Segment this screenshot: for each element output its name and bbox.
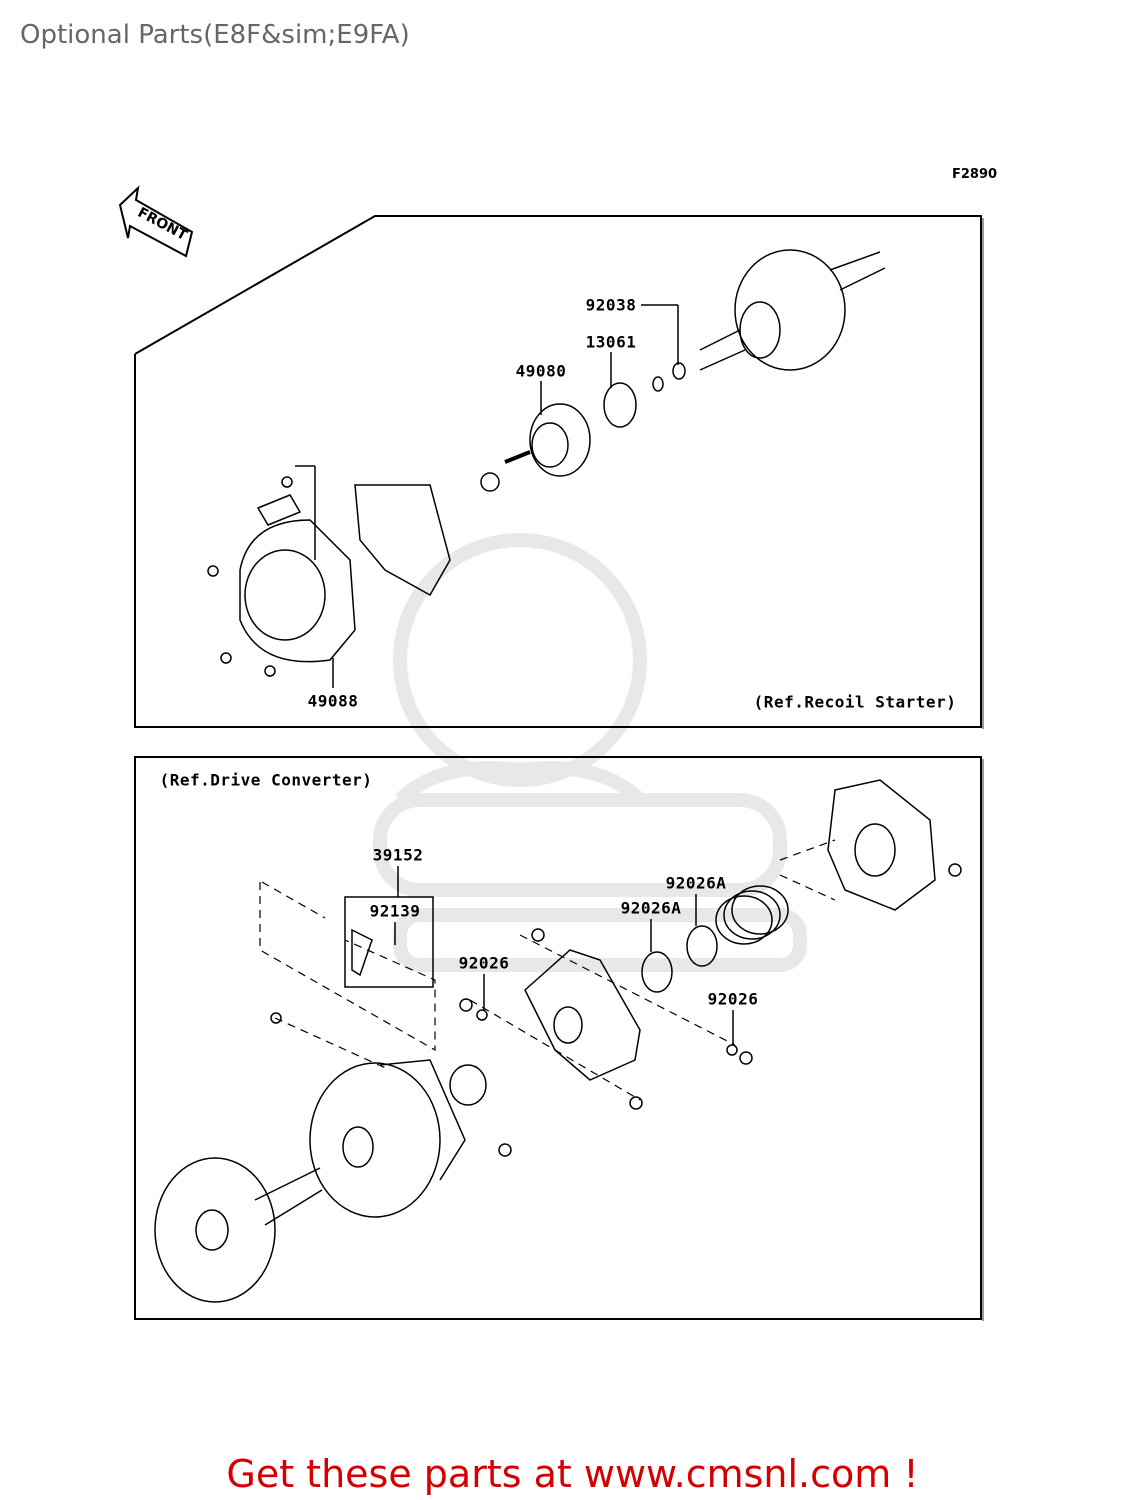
spider: [524, 949, 641, 1081]
part-label[interactable]: 92026: [458, 953, 510, 973]
ref-label-recoil-starter: (Ref.Recoil Starter): [753, 692, 957, 712]
nut: [480, 472, 500, 492]
bushing: [449, 1064, 487, 1106]
part-label[interactable]: 92026: [707, 989, 759, 1009]
front-arrow-icon: FRONT: [118, 185, 194, 258]
part-label[interactable]: 49080: [515, 361, 567, 381]
part-label[interactable]: 92026A: [665, 873, 727, 893]
part-label[interactable]: 92139: [369, 901, 421, 921]
page-title: Optional Parts(E8F&sim;E9FA): [20, 20, 410, 50]
secondary-cover: [827, 779, 936, 911]
part-label[interactable]: 49088: [307, 691, 359, 711]
ref-label-drive-converter: (Ref.Drive Converter): [159, 770, 373, 790]
weight-92139: [351, 928, 373, 977]
part-label[interactable]: 13061: [585, 332, 637, 352]
lower-panel-frame: [134, 756, 982, 1320]
part-label[interactable]: 39152: [372, 845, 424, 865]
ring-92026a: [686, 925, 718, 967]
spring: [715, 885, 789, 945]
crankshaft: [699, 249, 886, 371]
washer: [652, 376, 664, 392]
gasket: [354, 484, 451, 597]
upper-panel-frame: [134, 215, 982, 728]
figure-code: F2890: [952, 167, 998, 182]
ring-92026a: [641, 951, 673, 993]
part-label[interactable]: 92026A: [620, 898, 682, 918]
movable-sheave: [309, 1059, 466, 1218]
kit-box-39152: [344, 896, 434, 988]
bolt: [504, 450, 531, 464]
cup-49080: [529, 403, 591, 477]
fixed-sheave: [154, 1157, 323, 1303]
recoil-starter-49088: [239, 494, 356, 663]
part-label[interactable]: 92038: [585, 295, 637, 315]
cta-link[interactable]: Get these parts at www.cmsnl.com !: [226, 1452, 919, 1496]
o-ring-92038: [672, 362, 686, 380]
plate-13061: [603, 382, 637, 428]
